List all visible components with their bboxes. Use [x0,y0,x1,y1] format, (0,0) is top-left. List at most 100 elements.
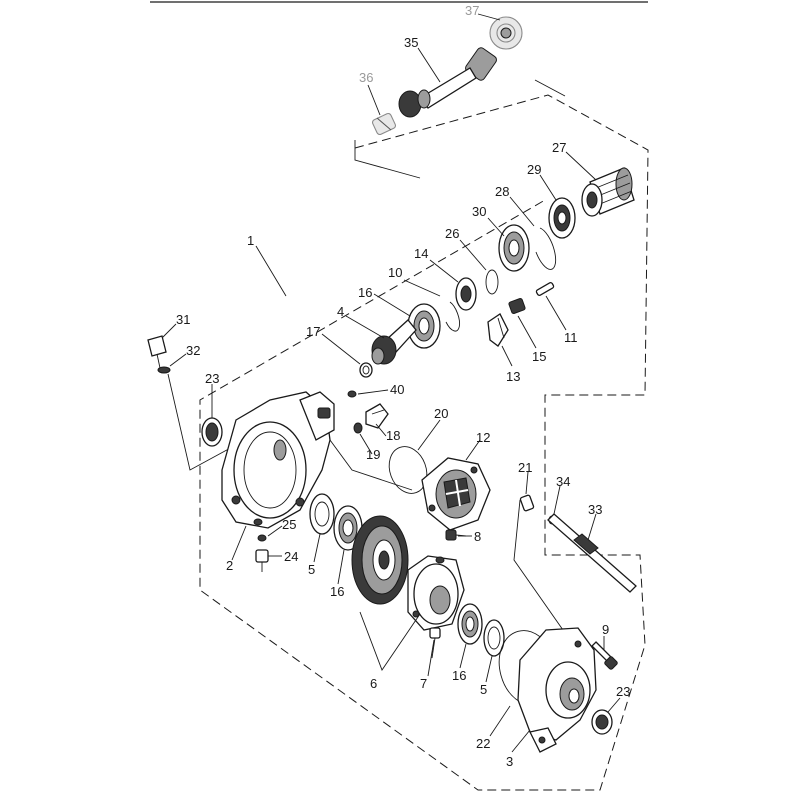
leader-12 [465,439,481,461]
part-31-breather [147,335,167,369]
callout-20: 20 [434,406,448,421]
callout-1: 1 [247,233,254,248]
part-21-clip [519,494,535,512]
callout-11: 11 [564,330,578,345]
callout-21: 21 [518,460,532,475]
callout-8: 8 [474,529,481,544]
leader-26 [459,239,487,271]
leader-30 [487,217,505,237]
part-28-snap-ring [535,227,557,270]
callout-10: 10 [388,265,402,280]
callout-33: 33 [588,502,602,517]
callout-15: 15 [532,349,546,364]
leader-20 [417,419,441,451]
sensor-link-line [329,439,413,491]
ring-gear [351,515,409,605]
part-6-carrier [407,555,465,631]
leader-36 [367,84,381,116]
callout-24: 24 [284,549,298,564]
callout-23-lower: 23 [616,684,630,699]
callout-37: 37 [465,3,479,18]
part-37-bearing [489,16,523,50]
callout-4: 4 [337,304,344,319]
leader-31 [161,323,177,339]
callout-27: 27 [552,140,566,155]
part-32-washer [157,366,171,374]
leader-23b [607,697,621,713]
part-16-bearing-left [333,505,363,551]
leader-1 [255,245,287,297]
callout-28: 28 [495,184,509,199]
part-23-seal-lower [591,709,613,735]
part-13-fork [487,313,509,347]
callout-16-lower: 16 [452,668,466,683]
callout-22: 22 [476,736,490,751]
leader-19 [359,433,373,455]
callout-18: 18 [386,428,400,443]
callout-12: 12 [476,430,490,445]
callout-17: 17 [306,324,320,339]
leader-4 [345,315,385,339]
leader-6 [359,611,421,671]
leader-16c [459,643,467,669]
leader-16a [373,293,411,317]
callout-16-left: 16 [330,584,344,599]
leader-13 [501,345,513,367]
callout-29: 29 [527,162,541,177]
part-19-oring [353,422,363,434]
leader-10 [403,279,441,297]
part-24-bolt [255,549,269,572]
part-7-bolt [429,627,441,659]
leader-29 [539,174,557,201]
part-20-oring [388,446,428,494]
callout-31: 31 [176,312,190,327]
part-33-rod [547,513,637,593]
part-16-bearing-lower [457,603,483,645]
callout-36: 36 [359,70,373,85]
leader-11 [545,295,567,331]
leader-7 [427,639,435,677]
part-3-cover [517,627,597,753]
leader-22 [489,705,511,737]
leader-14 [429,259,459,283]
leader-5b [485,655,493,683]
leader-33 [587,513,597,541]
callout-5-right: 5 [480,682,487,697]
part-35-shaft [398,47,497,118]
callout-34: 34 [556,474,570,489]
part-11-pin [535,281,555,297]
leader-27 [565,151,597,181]
part-17-ring [359,362,373,378]
part-5-shim-right-inner [487,626,501,650]
leader-5a [313,533,321,563]
leader-18 [375,423,387,437]
callout-13: 13 [506,369,520,384]
breather-hose [167,373,237,471]
leader-28 [509,196,535,227]
part-5-shim-left-inner [314,501,330,527]
callout-16-upper: 16 [358,285,372,300]
leader-35 [417,47,441,83]
callout-5-left: 5 [308,562,315,577]
leader-32 [169,353,187,367]
callout-40: 40 [390,382,404,397]
part-14-washer [455,277,477,311]
part-15-block [508,298,526,314]
part-5-shim-right [483,619,505,657]
callout-30: 30 [472,204,486,219]
part-25-washer [257,534,267,542]
leader-34 [553,485,561,515]
callout-6: 6 [370,676,377,691]
part-2-housing [221,391,335,529]
part-26-ring [485,269,499,295]
callout-32: 32 [186,343,200,358]
part-27-coupling [581,167,635,217]
part-9-bolt [591,641,618,670]
leader-40 [357,389,389,395]
part-12-cover [421,457,491,531]
part-23-seal-upper [201,417,223,447]
callout-3: 3 [506,754,513,769]
leader-21 [525,471,529,495]
part-8-bolt [445,529,467,541]
